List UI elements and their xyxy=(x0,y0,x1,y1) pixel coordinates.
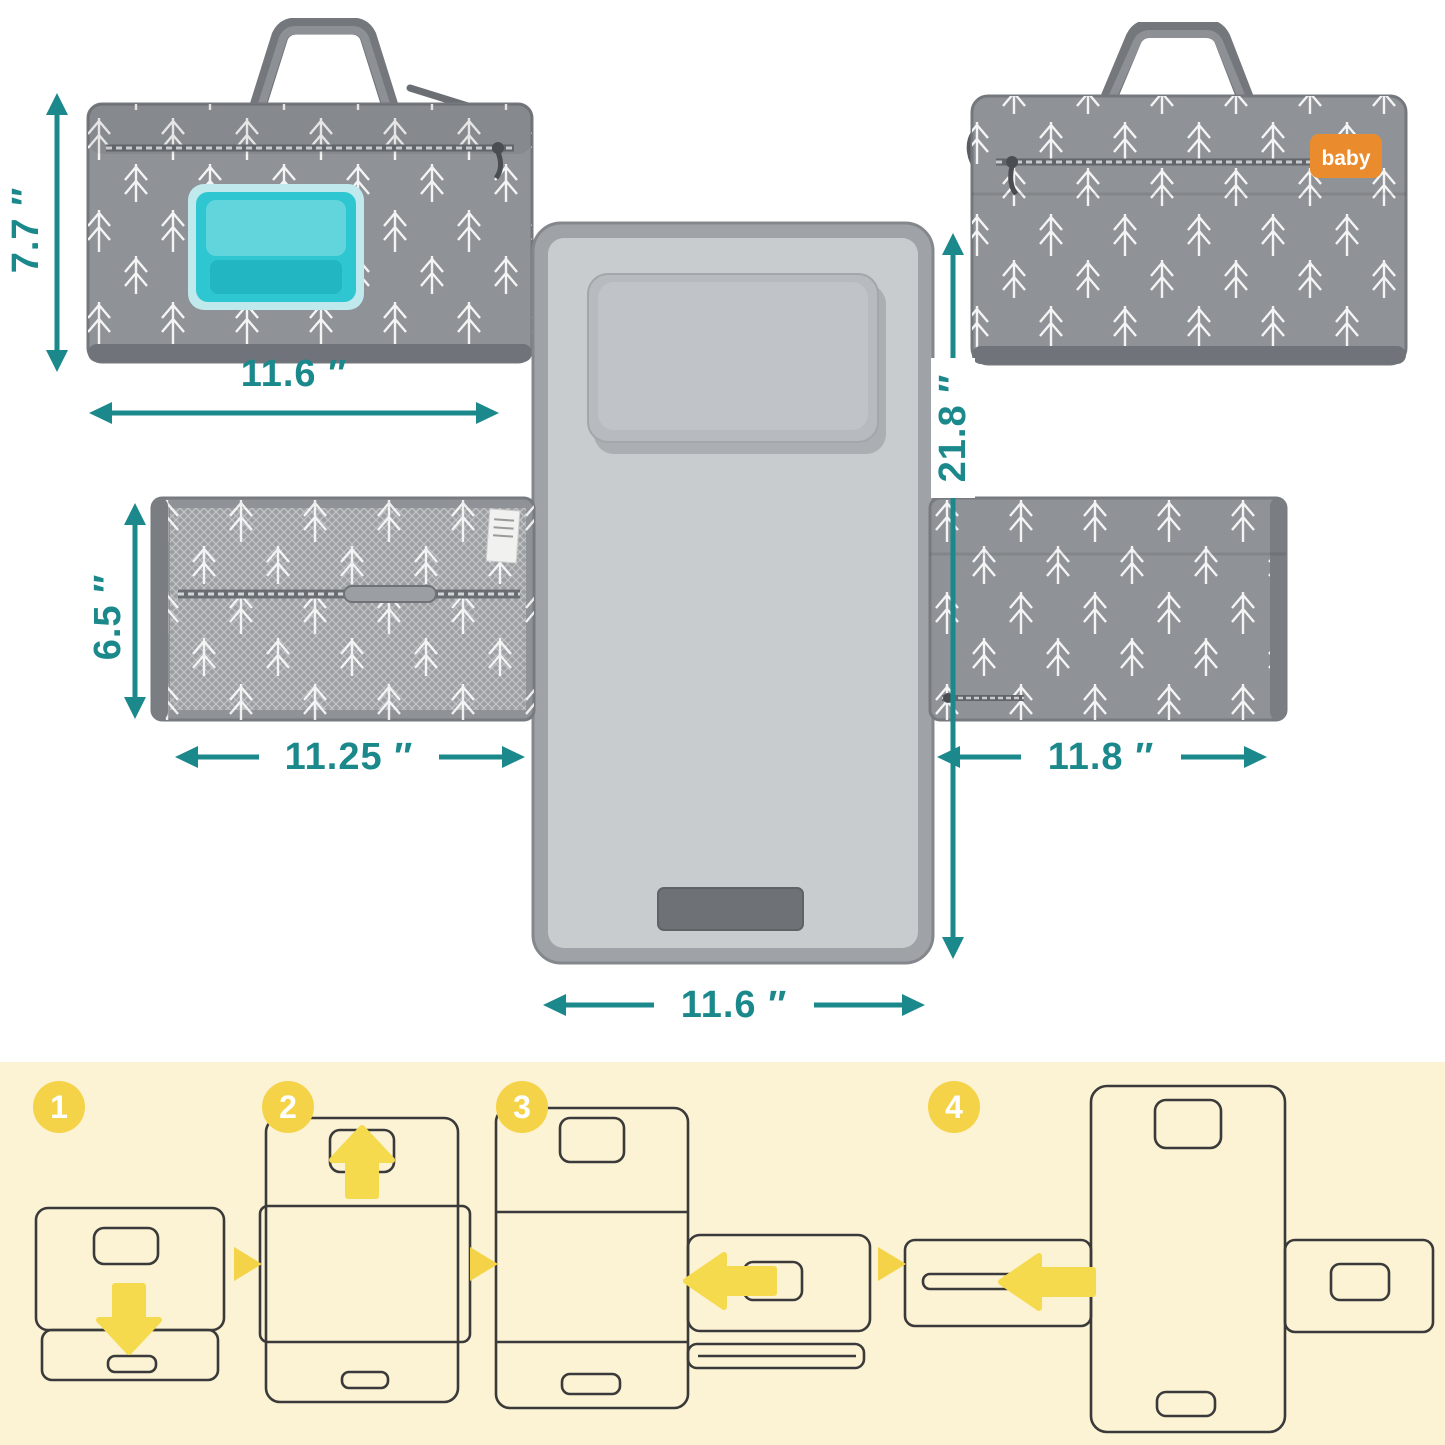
dim-folded-width-label: 11.6 ″ xyxy=(240,353,348,395)
bottom-binding xyxy=(972,346,1406,364)
step-2-diagram xyxy=(258,1116,472,1404)
bag-handle xyxy=(1099,22,1255,109)
dim-left-flap-width-label: 11.25 ″ xyxy=(259,735,439,779)
dim-arrow-left-flap-height xyxy=(124,503,146,719)
dim-open-length-label: 21.8 ″ xyxy=(931,358,975,498)
step-1-diagram xyxy=(34,1206,226,1382)
folded-bag-back-view: baby xyxy=(966,22,1408,366)
step-3-badge: 3 xyxy=(496,1081,548,1133)
folded-bag-front-view xyxy=(86,18,534,364)
step-3-diagram xyxy=(494,1106,872,1410)
open-changing-mat xyxy=(531,221,935,965)
next-step-arrow-icon xyxy=(234,1247,262,1281)
fold-left-arrow-icon xyxy=(683,1252,777,1310)
fold-up-arrow-icon xyxy=(329,1125,395,1199)
step-1-badge: 1 xyxy=(33,1081,85,1133)
dim-arrow-folded-height xyxy=(46,93,68,372)
dim-mat-width-label: 11.6 ″ xyxy=(654,983,814,1027)
dim-folded-height-label: 7.7 ″ xyxy=(5,186,47,274)
next-step-arrow-icon xyxy=(878,1247,906,1281)
fold-down-arrow-icon xyxy=(96,1283,162,1355)
dim-left-flap-height-label: 6.5 ″ xyxy=(87,573,129,661)
care-tag xyxy=(485,508,521,564)
brand-logo xyxy=(1310,134,1382,178)
right-flap-pattern xyxy=(928,496,1288,722)
edge-binding xyxy=(1270,498,1286,720)
zipper-pull xyxy=(1006,156,1018,168)
zipper-pull xyxy=(343,585,437,603)
edge-binding xyxy=(152,498,168,720)
velcro-strip xyxy=(657,887,804,931)
fold-left-arrow-icon xyxy=(998,1253,1096,1311)
zipper-pull xyxy=(492,142,504,154)
brand-logo-text: baby xyxy=(1321,147,1370,170)
mesh-pocket xyxy=(170,508,526,710)
dim-arrow-folded-width xyxy=(89,402,499,424)
bottom-binding xyxy=(88,344,532,362)
next-step-arrow-icon xyxy=(470,1247,498,1281)
dim-right-flap-width-label: 11.8 ″ xyxy=(1021,735,1181,779)
dim-arrow-open-length xyxy=(942,233,964,959)
step-4-diagram xyxy=(903,1084,1435,1434)
arrow-pattern xyxy=(930,498,1286,720)
step-4-badge: 4 xyxy=(928,1081,980,1133)
step-2-badge: 2 xyxy=(262,1081,314,1133)
left-flap-mesh-pocket xyxy=(150,496,536,722)
